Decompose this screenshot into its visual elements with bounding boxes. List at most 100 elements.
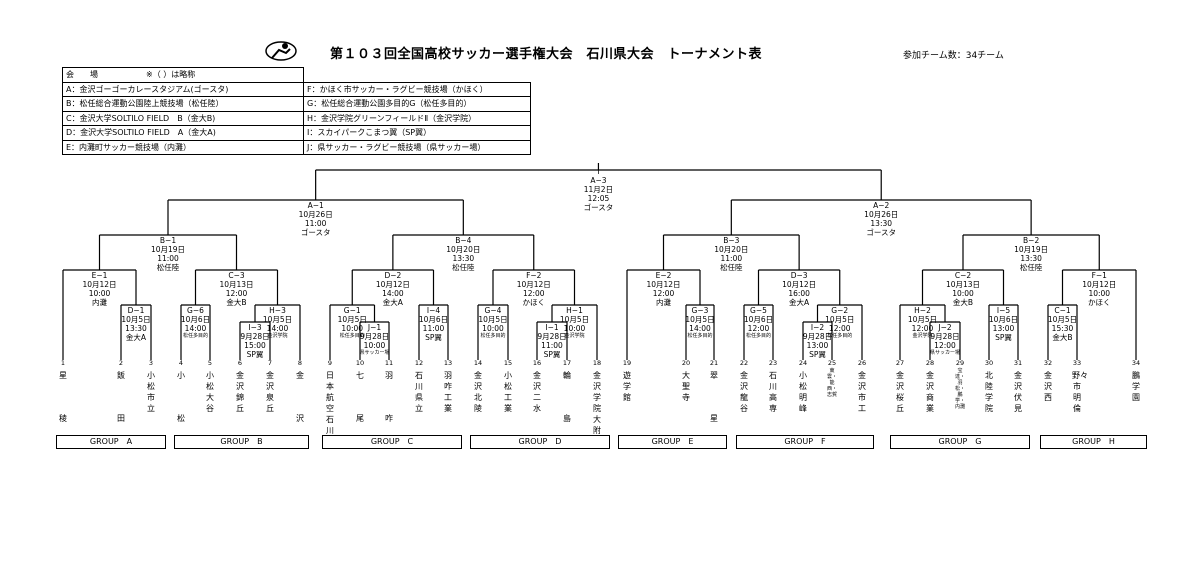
team-name: 金沢二水 — [533, 371, 541, 413]
match-label-line: 10月12日 — [1082, 280, 1117, 289]
team-name: 鵬学園 — [1132, 371, 1140, 402]
venue-cell: J：県サッカー・ラグビー競技場（県サッカー場） — [303, 139, 531, 155]
match-label-line: I−2 — [810, 323, 825, 332]
match-label-line: 10月5日 — [478, 315, 508, 324]
match-label-line: I−3 — [248, 323, 262, 332]
match-label-line: 12:00 — [934, 341, 956, 350]
match-label-line: 松任陸 — [452, 263, 475, 272]
match-label-line: 金沢学院 — [912, 333, 933, 339]
team-name: 金沢 — [296, 371, 304, 423]
team-number: 8 — [297, 359, 303, 367]
match-label-line: 県サッカー場 — [929, 350, 961, 356]
match-label-line: 10月12日 — [82, 280, 117, 289]
match-label-line: I−5 — [996, 306, 1011, 315]
match-label-line: 11:00 — [541, 341, 563, 350]
match-label-line: 13:30 — [125, 324, 147, 333]
match-label-line: H−3 — [269, 306, 286, 315]
team-name: 小松工業 — [504, 371, 512, 413]
match-label-line: 9月28日 — [930, 332, 960, 341]
match-label-line: G−3 — [691, 306, 709, 315]
match-label-line: B−3 — [723, 236, 740, 245]
match-label-line: 金大B — [226, 298, 247, 307]
team-number: 7 — [267, 359, 273, 367]
match-label-line: C−1 — [1054, 306, 1071, 315]
match-label-line: 10月6日 — [988, 315, 1019, 324]
team-number: 20 — [681, 359, 691, 367]
match-label-line: 10月26日 — [864, 210, 899, 219]
match-label-line: 14:00 — [689, 324, 711, 333]
match-label-line: D−3 — [790, 271, 808, 280]
match-label-line: 13:30 — [1020, 254, 1042, 263]
match-label-line: 10:00 — [341, 324, 364, 333]
team-name: 宝達・羽松・鵬学・内灘 — [955, 368, 966, 410]
match-label-line: 13:00 — [992, 324, 1015, 333]
match-label-line: 10月12日 — [375, 280, 410, 289]
match-label-line: 11月2日 — [583, 185, 614, 194]
group-box: GROUP F — [736, 435, 874, 449]
team-number: 25 — [827, 359, 837, 367]
match-label-line: 10月12日 — [516, 280, 551, 289]
match-label-line: 10月20日 — [446, 245, 481, 254]
team-number: 13 — [443, 359, 453, 367]
match-label-line: かほく — [1088, 298, 1111, 307]
match-label-line: G−2 — [831, 306, 849, 315]
venue-cell: I：スカイパークこまつ翼（SP翼） — [303, 125, 531, 141]
team-number: 17 — [562, 359, 572, 367]
team-number: 6 — [237, 359, 243, 367]
team-number: 32 — [1043, 359, 1053, 367]
match-label-line: 松任陸 — [156, 263, 180, 272]
match-label-line: 12:05 — [587, 194, 610, 203]
team-name: 翠星 — [710, 371, 718, 423]
match-label-line: 10月12日 — [646, 280, 681, 289]
team-number: 23 — [768, 359, 778, 367]
match-label-line: 松任多目的 — [339, 333, 365, 339]
page-title: 第１０３回全国高校サッカー選手権大会 石川県大会 トーナメント表 — [330, 47, 763, 62]
team-name: 北陸学院 — [985, 371, 993, 413]
match-label-line: 14:00 — [382, 289, 404, 298]
match-label-line: C−3 — [228, 271, 245, 280]
match-label-line: 松任多目的 — [745, 333, 772, 339]
match-label-line: 13:00 — [806, 341, 829, 350]
match-label-line: 12:00 — [522, 289, 545, 298]
match-label-line: 10月5日 — [337, 315, 367, 324]
team-name: 星稜 — [59, 371, 67, 423]
team-number: 1 — [60, 359, 66, 367]
match-label-line: G−1 — [343, 306, 361, 315]
group-box: GROUP E — [618, 435, 727, 449]
group-box: GROUP H — [1040, 435, 1147, 449]
match-label-line: H−1 — [566, 306, 583, 315]
match-label-line: F−2 — [526, 271, 542, 280]
match-label-line: 松任多目的 — [827, 333, 853, 339]
team-number: 19 — [622, 359, 632, 367]
team-name: 金沢桜丘 — [896, 371, 904, 413]
team-number: 33 — [1072, 359, 1082, 367]
match-label-line: 12:00 — [911, 324, 934, 333]
match-label-line: 10月6日 — [180, 315, 211, 324]
match-label-line: A−1 — [307, 201, 324, 210]
match-label-line: SP翼 — [809, 350, 826, 359]
match-label-line: E−1 — [91, 271, 108, 280]
match-label-line: 12:00 — [747, 324, 770, 333]
match-label-line: 金大A — [382, 298, 403, 307]
match-label-line: 10月6日 — [743, 315, 774, 324]
team-number: 26 — [857, 359, 867, 367]
match-label-line: 14:00 — [184, 324, 207, 333]
team-number: 14 — [473, 359, 483, 367]
team-name: 飯田 — [117, 371, 125, 423]
match-label-line: J−1 — [367, 323, 382, 332]
team-number: 9 — [327, 359, 333, 367]
match-label-line: B−1 — [159, 236, 177, 245]
